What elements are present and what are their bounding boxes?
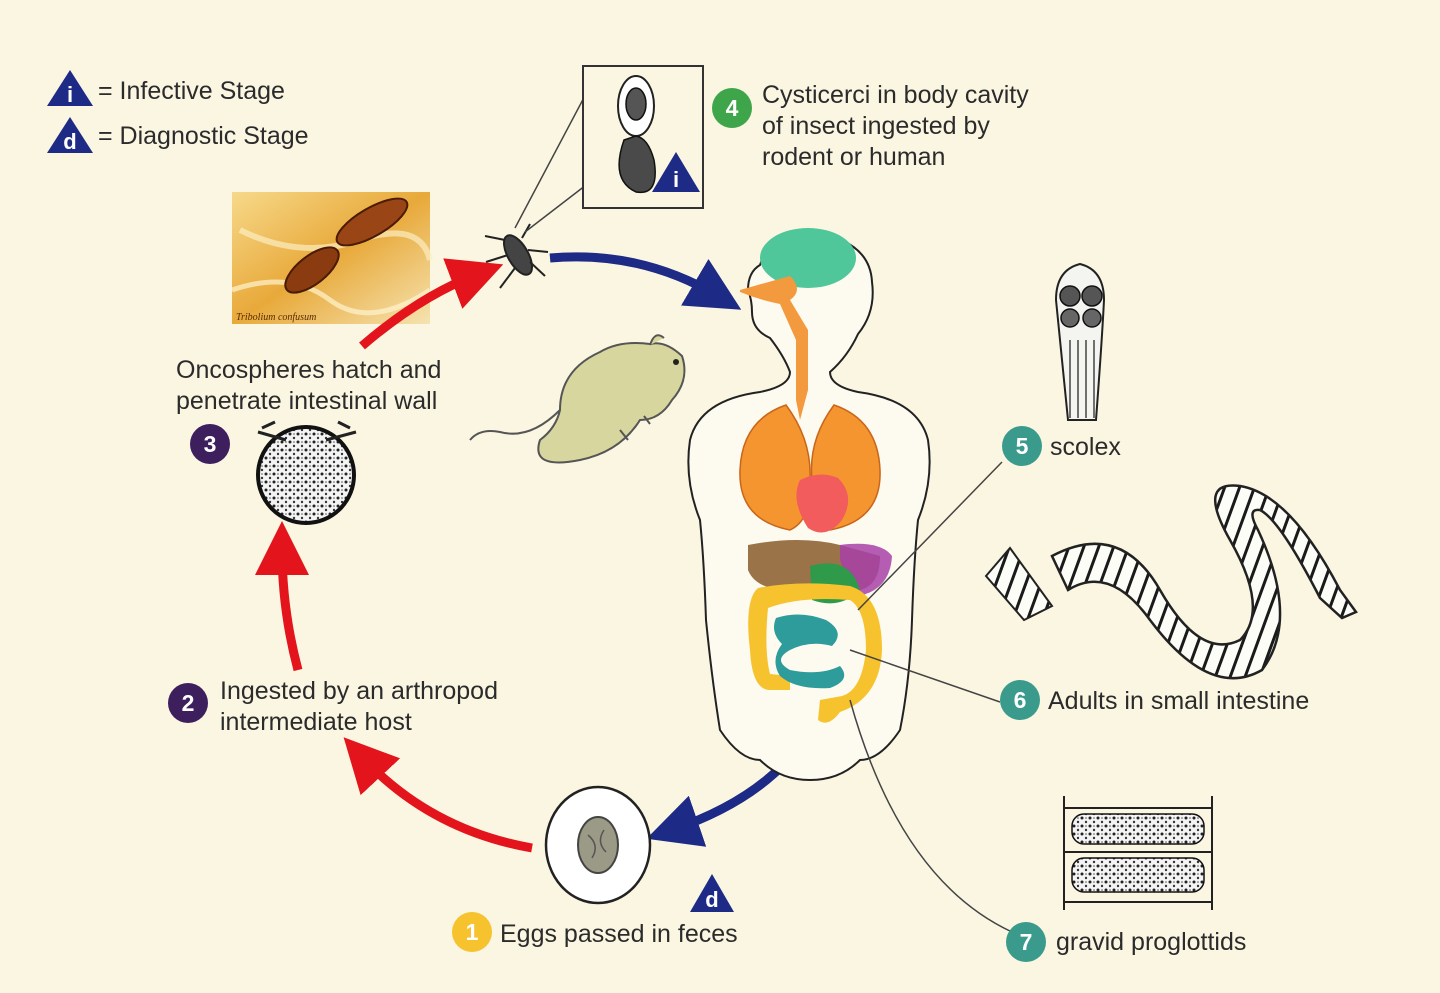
stage-2-badge: 2: [168, 683, 208, 723]
callout-line: [857, 461, 1003, 611]
stage-5-badge: 5: [1002, 426, 1042, 466]
insect-icon: [484, 223, 549, 289]
flour-beetle-photo: Tribolium confusum: [231, 192, 433, 324]
rat-drawing: [469, 334, 686, 464]
callout-line: [849, 649, 1001, 703]
diagnostic-stage-icon: d: [47, 117, 93, 154]
legend-infective-label: = Infective Stage: [98, 77, 285, 105]
stage-6-badge: 6: [1000, 680, 1040, 720]
stage-3-line: Oncospheres hatch and: [176, 356, 442, 384]
svg-text:i: i: [67, 82, 73, 107]
stage-7-label: gravid proglottids: [1056, 928, 1247, 956]
stage-5-label: scolex: [1050, 433, 1121, 461]
stage-4-line: rodent or human: [762, 143, 946, 171]
stage-2-line: Ingested by an arthropod: [220, 677, 498, 705]
diagnostic-stage-icon: d: [690, 874, 734, 912]
stage-6-label: Adults in small intestine: [1048, 687, 1310, 715]
stage-7-badge: 7: [1006, 922, 1046, 962]
callout-line: [524, 181, 591, 233]
arrow-eggs-to-arthropod: [343, 737, 533, 853]
stage-4-line: of insect ingested by: [762, 112, 990, 140]
stage-3-label: Oncospheres hatch and penetrate intestin…: [176, 355, 441, 417]
legend-diagnostic-label: = Diagnostic Stage: [98, 122, 309, 150]
oncosphere-drawing: [256, 420, 357, 525]
svg-text:d: d: [63, 129, 76, 154]
arrow-arthropod-to-oncosphere: [255, 521, 310, 672]
stage-4-label: Cysticerci in body cavity of insect inge…: [762, 80, 1029, 173]
egg-drawing: [544, 785, 652, 905]
arrow-oncosphere-to-insect: [359, 258, 504, 350]
stage-4-badge: 4: [712, 88, 752, 128]
stage-2-label: Ingested by an arthropod intermediate ho…: [220, 676, 498, 738]
svg-text:i: i: [673, 167, 679, 192]
gravid-proglottids-drawing: [1063, 796, 1213, 910]
infective-stage-icon: i: [47, 70, 93, 107]
legend: i = Infective Stage d = Diagnostic Stage: [47, 70, 309, 154]
stage-1-label: Eggs passed in feces: [500, 920, 738, 948]
stage-3-badge: 3: [190, 424, 230, 464]
cysticercus-inset: i: [582, 65, 704, 209]
infective-stage-icon: i: [652, 152, 700, 192]
adult-worm-drawing: [984, 484, 1358, 680]
callout-line: [849, 699, 1013, 933]
stage-1-badge: 1: [452, 912, 492, 952]
photo-caption: Tribolium confusum: [236, 312, 316, 323]
stage-3-line: penetrate intestinal wall: [176, 387, 438, 415]
brain: [760, 228, 856, 288]
cycle-arrows: [255, 252, 806, 853]
stage-2-line: intermediate host: [220, 708, 412, 736]
arrow-insect-to-human: [549, 252, 742, 310]
svg-text:d: d: [705, 887, 718, 912]
scolex-drawing: [1054, 262, 1106, 421]
human-figure: [687, 228, 931, 782]
callout-line: [514, 89, 589, 229]
stage-4-line: Cysticerci in body cavity: [762, 81, 1029, 109]
